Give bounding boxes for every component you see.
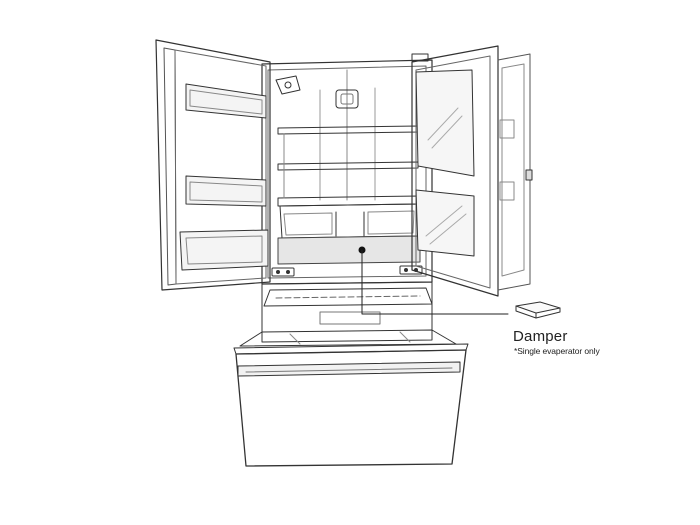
single-evaporator-note: *Single evaperator only — [514, 346, 600, 356]
crisper-drawers — [279, 203, 421, 239]
damper-label: Damper — [513, 328, 568, 345]
leader-line — [361, 249, 509, 315]
damper-icon — [515, 301, 561, 314]
pantry-drawer — [277, 235, 421, 265]
damper-callout — [361, 249, 561, 319]
freezer-compartment — [261, 281, 433, 343]
right-door — [411, 45, 533, 297]
left-door — [155, 39, 271, 291]
glass-shelves — [277, 125, 421, 207]
freezer-drawer — [233, 329, 469, 467]
